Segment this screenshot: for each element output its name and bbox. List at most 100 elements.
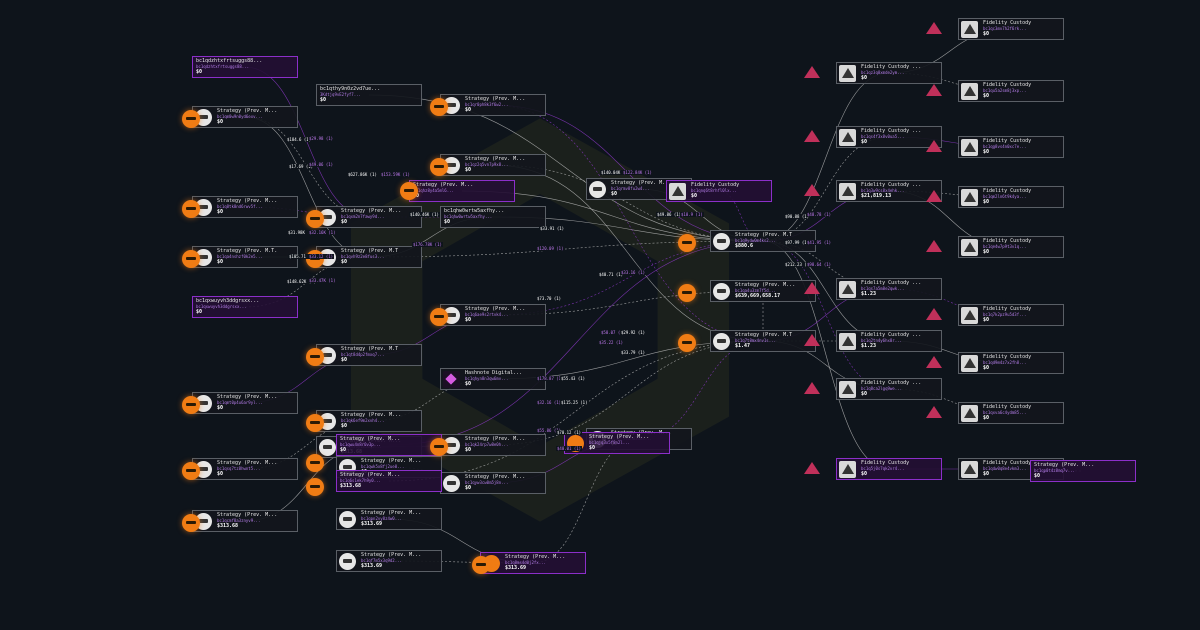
node-address: bc1qa4u3zm7f5d...	[735, 288, 776, 293]
fidelity-marker-icon[interactable]	[926, 140, 942, 152]
graph-node[interactable]: bc1qthy9n0z2vd7ue...3Kdtjq9vE2fyf7...$0	[316, 84, 422, 106]
graph-node[interactable]: Strategy (Prev. M...bc1qpn2vy8z4w0...$31…	[336, 508, 442, 530]
graph-node[interactable]: Strategy (Prev. M...bc1qyw3cw0m5j8n...$0	[440, 472, 546, 494]
graph-node[interactable]: Strategy (Prev. M...bc1qcmf8a3znyv9...$3…	[192, 510, 298, 532]
graph-node[interactable]: Strategy (Prev. M...bc1q6s1ek7h9y0...$31…	[336, 470, 442, 492]
graph-edge[interactable]	[388, 340, 764, 482]
fidelity-marker-icon[interactable]	[926, 22, 942, 34]
graph-edge[interactable]	[638, 340, 764, 440]
strategy-logo-icon[interactable]	[430, 158, 448, 176]
graph-edge[interactable]	[388, 240, 764, 446]
strategy-logo-icon[interactable]	[306, 348, 324, 366]
graph-node[interactable]: Strategy (Prev. M...bc1qa4u3zm7f5d...$63…	[710, 280, 816, 302]
fidelity-marker-icon[interactable]	[804, 66, 820, 78]
strategy-logo-icon[interactable]	[306, 414, 324, 432]
graph-node[interactable]: Fidelity Custody ...bc1q3w9cs8x4ehk...$2…	[836, 180, 942, 202]
node-address: bc1qsq7tz8hwnt5...	[217, 466, 261, 471]
graph-node[interactable]: Fidelity Custody ...bc1q2tn4y6hx8r...$1.…	[836, 330, 942, 352]
graph-node[interactable]: Strategy (Prev. M...bc1qk6ef9m2xvh4...$0	[316, 410, 422, 432]
fidelity-marker-icon[interactable]	[926, 406, 942, 418]
graph-node[interactable]: Strategy (Prev. M...bc1qxm2n7fawy9d...$0	[316, 206, 422, 228]
graph-node[interactable]: bc1qhw0wrtw5axfhy...bc1qhw0wrtw5axfhy...…	[440, 206, 546, 228]
graph-node[interactable]: Fidelity Custody ...bc1q8ca2lgq9we...$0	[836, 378, 942, 400]
graph-node[interactable]: Strategy (Prev. M...bc1qp0t4z8mq7v...$0	[1030, 460, 1136, 482]
graph-edge[interactable]	[532, 438, 640, 564]
graph-node[interactable]: Fidelity Custody ...bc1qz3q8xmde2ym...$0	[836, 62, 942, 84]
strategy-logo-icon[interactable]	[678, 334, 696, 352]
strategy-logo-icon[interactable]	[182, 200, 200, 218]
fidelity-marker-icon[interactable]	[926, 190, 942, 202]
graph-node[interactable]: Strategy (Prev. M.T.bc1qa4nshzf0k2e5...$…	[192, 246, 298, 268]
fidelity-marker-icon[interactable]	[804, 334, 820, 346]
fidelity-marker-icon[interactable]	[926, 240, 942, 252]
node-address: bc1qxm2n7fawy9d...	[341, 214, 385, 219]
node-title: Strategy (Prev. M...	[217, 108, 278, 114]
graph-node[interactable]: Fidelity Custody ...bc1qs4f3x8v0ua5...$0	[836, 126, 942, 148]
graph-node[interactable]: Strategy (Prev. M...bc1qr0ph8k3f6w2...$0	[440, 94, 546, 116]
strategy-logo-icon[interactable]	[182, 462, 200, 480]
graph-edge[interactable]	[492, 104, 764, 342]
edge-amount-label: $17.69 (1)	[288, 164, 315, 169]
strategy-logo-icon[interactable]	[182, 396, 200, 414]
graph-node[interactable]: Hashnote Digital...bc1qhyn8n3qw6mv...$0	[440, 368, 546, 390]
graph-node[interactable]: Strategy (Prev. M...bc1qhz8y4a5ml6...$0	[409, 180, 515, 202]
strategy-logo-icon[interactable]	[306, 454, 324, 472]
graph-node[interactable]: Strategy (Prev. M...bc1q8tk8nd6rwv5f...$…	[192, 196, 298, 218]
fidelity-marker-icon[interactable]	[804, 382, 820, 394]
strategy-logo-icon[interactable]	[400, 182, 418, 200]
strategy-logo-icon[interactable]	[430, 438, 448, 456]
graph-node[interactable]: Strategy (Prev. M...bc1qwu4n8r0v3p...$0	[336, 434, 442, 456]
strategy-logo-icon[interactable]	[306, 210, 324, 228]
node-value: $0	[217, 471, 224, 477]
node-address: bc1qc3mv7h2f6rk...	[983, 26, 1027, 31]
fidelity-marker-icon[interactable]	[926, 308, 942, 320]
entity-avatar-icon	[713, 333, 730, 350]
graph-edge[interactable]	[368, 94, 764, 242]
fidelity-marker-icon[interactable]	[804, 130, 820, 142]
fidelity-marker-icon[interactable]	[926, 356, 942, 368]
fidelity-marker-icon[interactable]	[804, 462, 820, 474]
graph-node[interactable]: Strategy (Prev. M...bc1qsq7tz8hwnt5...$0	[192, 458, 298, 480]
strategy-logo-icon[interactable]	[182, 250, 200, 268]
strategy-logo-icon[interactable]	[430, 98, 448, 116]
graph-edge[interactable]	[762, 240, 890, 470]
node-title: Strategy (Prev. M...	[465, 96, 526, 102]
graph-node[interactable]: Strategy (Prev. M...bc1qmt0p4u6ar9yl...$…	[192, 392, 298, 414]
graph-node[interactable]: bc1qdzhtxfrtsuggs88...bc1qdzhtxfrtsuggs8…	[192, 56, 298, 78]
graph-node[interactable]: Strategy (Prev. M...bc1qz2q5vn7p9x8...$0	[440, 154, 546, 176]
strategy-logo-icon[interactable]	[306, 250, 324, 268]
graph-node[interactable]: Fidelity Custody ...bc1qs7a5m8e2qwk...$1…	[836, 278, 942, 300]
graph-node[interactable]: Strategy (Prev. M...bc1q8ms4d0j2fx...$31…	[480, 552, 586, 574]
strategy-logo-icon[interactable]	[678, 284, 696, 302]
edge-amount-label: $31.98K (1)	[287, 230, 316, 235]
strategy-logo-icon[interactable]	[182, 514, 200, 532]
graph-node[interactable]: Strategy (Prev. M...bc1qm0w9n0yd6exv...$…	[192, 106, 298, 128]
graph-node[interactable]: Strategy (Prev. M...bc1qk24rp7w8e0h...$0	[440, 434, 546, 456]
strategy-logo-icon[interactable]	[430, 308, 448, 326]
fidelity-marker-icon[interactable]	[804, 282, 820, 294]
fidelity-marker-icon[interactable]	[926, 84, 942, 96]
strategy-logo-icon[interactable]	[472, 556, 490, 574]
graph-node[interactable]: bc1qxwuyvh3ddgrsxx...bc1qxwuyvh3ddgrsxx.…	[192, 296, 298, 318]
graph-node[interactable]: Strategy (Prev. M...bc1q6ae9s2rtvk4...$0	[440, 304, 546, 326]
strategy-logo-icon[interactable]	[678, 234, 696, 252]
graph-node[interactable]: Strategy (Prev. M...bc1qf7m5x3q9d2...$31…	[336, 550, 442, 572]
strategy-logo-icon[interactable]	[182, 110, 200, 128]
fidelity-marker-icon[interactable]	[804, 184, 820, 196]
strategy-logo-icon[interactable]	[306, 478, 324, 496]
graph-node[interactable]: Strategy (Prev. M...bc1qrmv8fu2w4...$0	[586, 178, 692, 200]
